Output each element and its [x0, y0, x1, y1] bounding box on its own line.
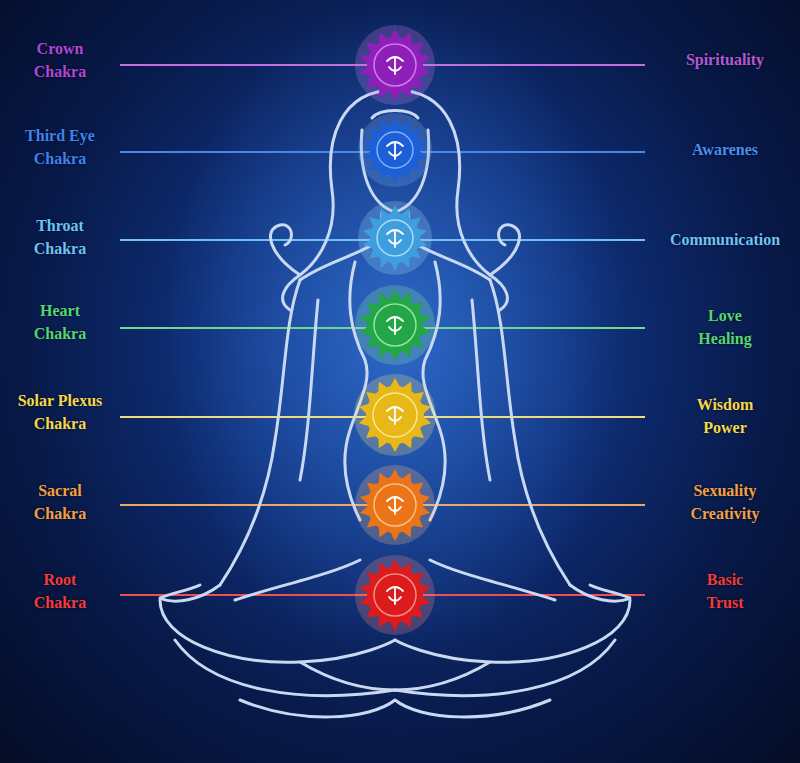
chakra-glow [355, 25, 435, 105]
chakra-ring [377, 220, 413, 256]
chakra-glow [358, 201, 432, 275]
chakra-ring [373, 393, 417, 437]
chakra-glyph [387, 587, 403, 604]
aura-glow [165, 0, 625, 660]
chakra-disc [367, 567, 423, 623]
chakra-disc [370, 125, 420, 175]
chakra-meaning: Love Healing [690, 304, 760, 350]
chakra-glow [354, 374, 436, 456]
chakra-glyph [387, 407, 403, 424]
chakra-glyph [387, 497, 403, 514]
chakra-disc [367, 37, 423, 93]
chakra-disc [367, 477, 423, 533]
chakra-disc [367, 297, 423, 353]
chakra-name: Sacral Chakra [24, 479, 96, 525]
chakra-meaning: Basic Trust [695, 568, 755, 614]
chakra-meaning: Sexuality Creativity [673, 479, 778, 525]
chakra-glyph [387, 142, 403, 159]
chakra-glow [355, 555, 435, 635]
chakra-meaning: Spirituality [686, 48, 764, 71]
chakra-meaning: Awarenes [692, 138, 758, 161]
chakra-glyph [387, 230, 403, 247]
meditating-figure [160, 90, 630, 717]
chakra-ring [374, 574, 416, 616]
chakra-glow [355, 285, 435, 365]
chakra-name: Heart Chakra [25, 299, 95, 345]
chakra-name: Third Eye Chakra [15, 124, 105, 170]
chakra-ring [377, 132, 413, 168]
chakra-glyph [387, 317, 403, 334]
chakra-name: Crown Chakra [25, 37, 95, 83]
chakra-glow [355, 465, 435, 545]
chakra-name: Throat Chakra [25, 214, 95, 260]
chakra-disc [366, 386, 424, 444]
chakra-name: Root Chakra [30, 568, 90, 614]
chakra-ring [374, 304, 416, 346]
level-lines [120, 65, 645, 595]
chakra-meaning: Communication [670, 228, 780, 251]
chakra-ring [374, 484, 416, 526]
chakra-lotus-group [354, 25, 436, 635]
chakra-glyph [387, 57, 403, 74]
chakra-glow [358, 113, 432, 187]
chakra-disc [370, 213, 420, 263]
chakra-meaning: Wisdom Power [685, 393, 765, 439]
chakra-name: Solar Plexus Chakra [5, 389, 115, 435]
chakra-ring [374, 44, 416, 86]
